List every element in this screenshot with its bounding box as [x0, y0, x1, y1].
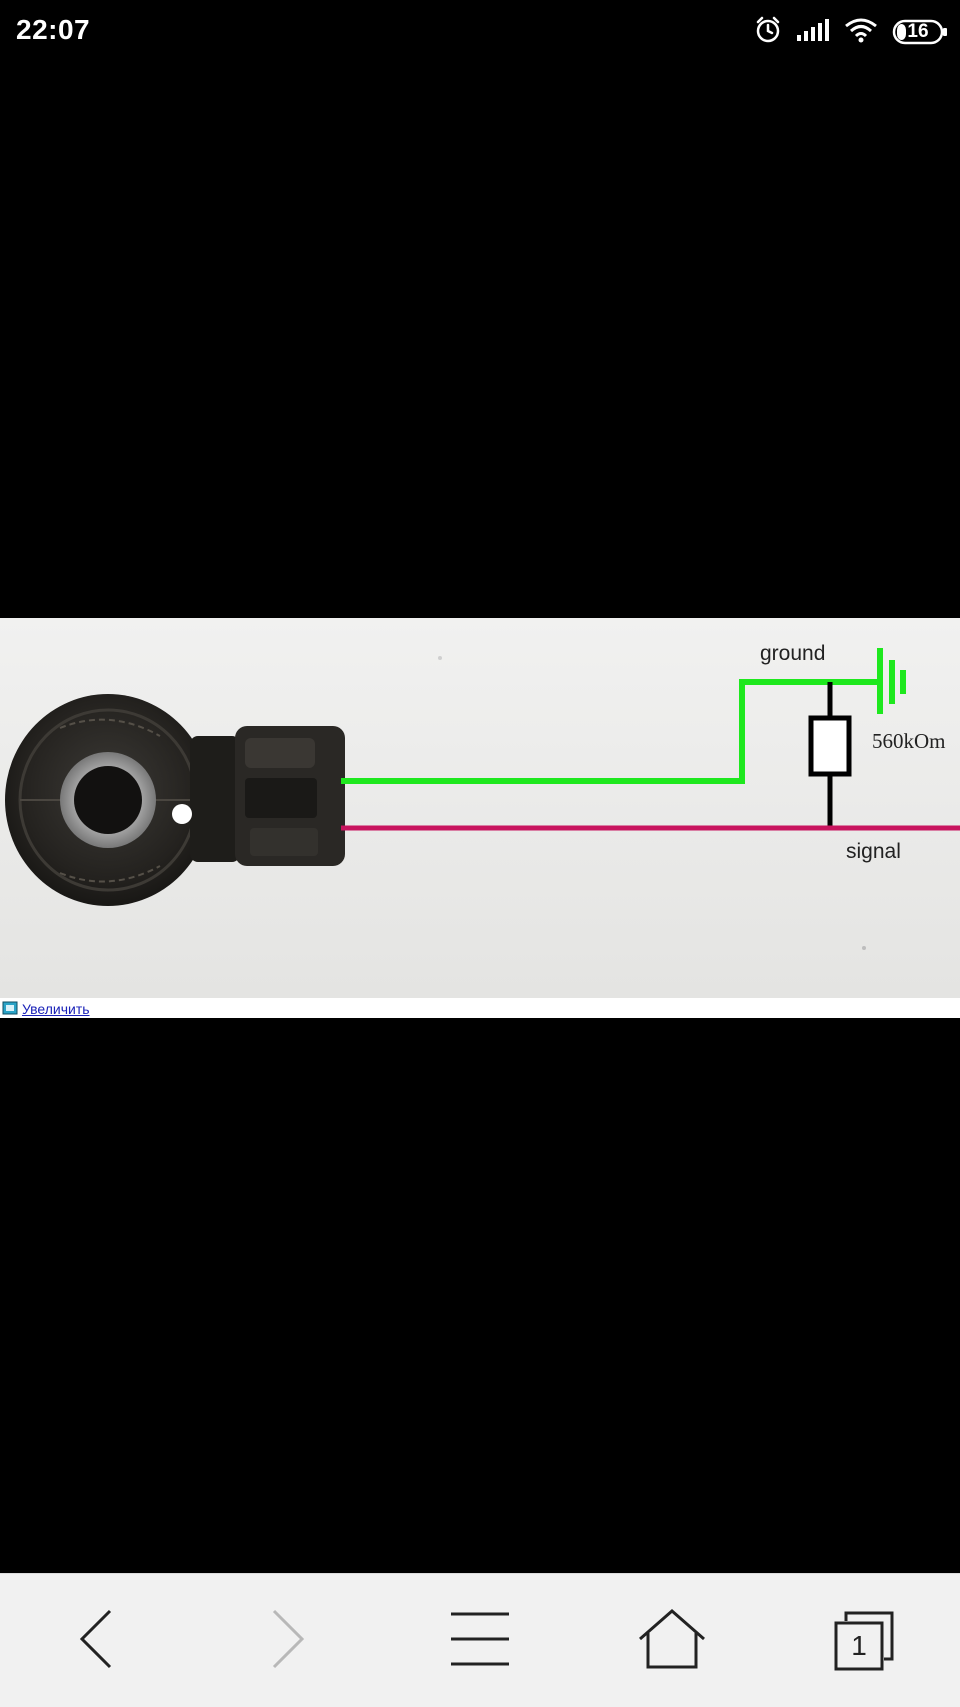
forward-button[interactable]	[228, 1574, 348, 1707]
ground-label: ground	[760, 642, 825, 665]
back-button[interactable]	[36, 1574, 156, 1707]
alarm-icon	[754, 16, 782, 49]
forward-icon	[268, 1607, 308, 1676]
status-time: 22:07	[16, 14, 91, 45]
enlarge-icon	[2, 1001, 18, 1018]
signal-icon	[796, 18, 830, 47]
menu-button[interactable]	[420, 1574, 540, 1707]
knock-sensor	[5, 694, 345, 906]
image-viewer: ground 560kOm signal Увеличить	[0, 618, 960, 1018]
signal-label: signal	[846, 840, 901, 863]
bottom-nav-bar: 1	[0, 1573, 960, 1707]
enlarge-link[interactable]: Увеличить	[2, 1000, 90, 1018]
back-icon	[76, 1607, 116, 1676]
battery-level: 16	[907, 21, 929, 42]
wifi-icon	[844, 17, 878, 48]
home-button[interactable]	[612, 1574, 732, 1707]
status-bar: 22:07	[0, 0, 960, 64]
battery-icon: 16	[892, 19, 948, 45]
status-icons: 16	[754, 16, 948, 48]
tabs-icon: 1	[832, 1609, 896, 1673]
tabs-count: 1	[851, 1630, 867, 1661]
ground-wire	[341, 679, 880, 784]
menu-icon	[449, 1610, 511, 1673]
resistor-label: 560kOm	[872, 729, 946, 753]
knock-sensor-wiring-image: ground 560kOm signal	[0, 618, 960, 998]
resistor	[808, 682, 852, 828]
enlarge-link-label: Увеличить	[22, 1001, 90, 1017]
tabs-button[interactable]: 1	[804, 1574, 924, 1707]
home-icon	[638, 1608, 706, 1674]
ground-symbol	[877, 648, 906, 714]
